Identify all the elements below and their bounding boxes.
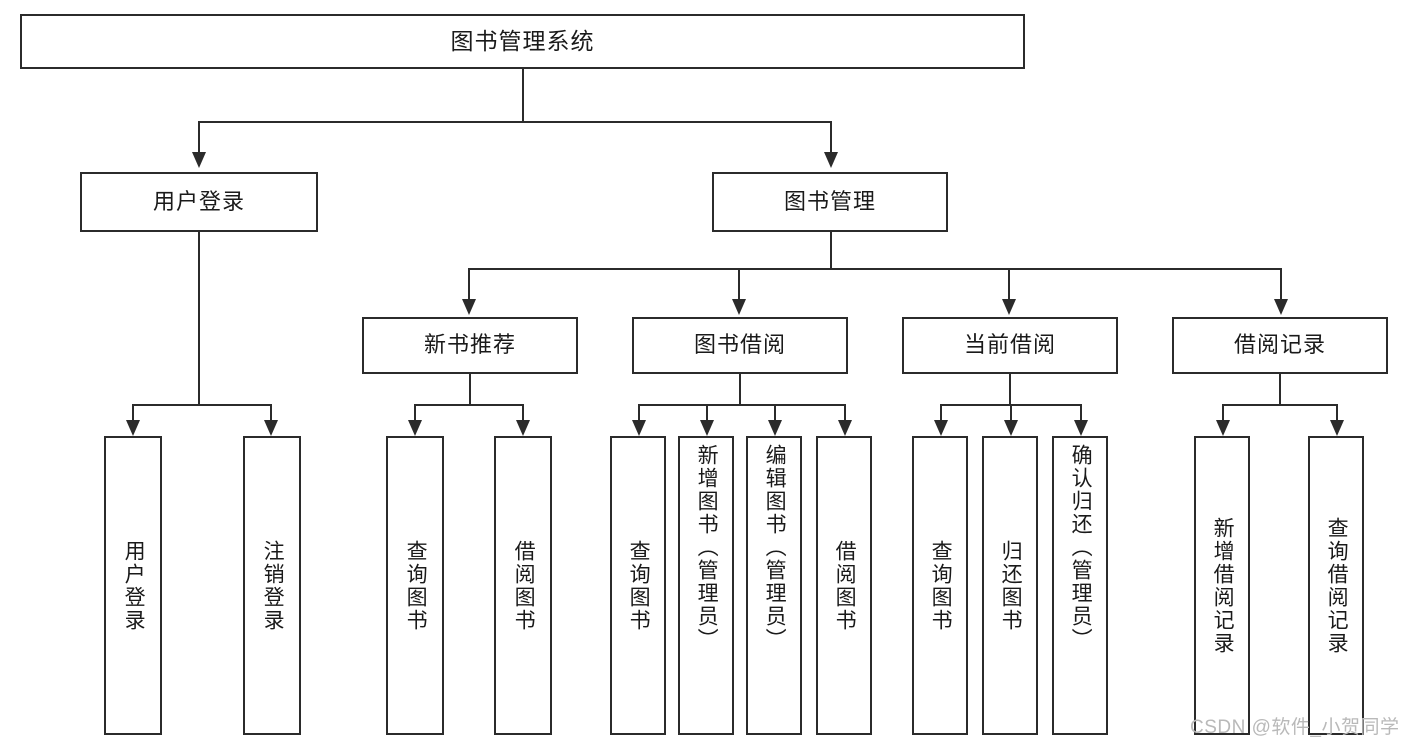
- node-label: 归还图书: [999, 539, 1023, 632]
- arrow-to-leaf-bb-2: [700, 420, 714, 436]
- node-label: 当前借阅: [963, 332, 1056, 358]
- arrow-to-leaf-br-1: [1216, 420, 1230, 436]
- leaf-bb-edit-book-admin[interactable]: 编辑图书（管理员）: [746, 436, 802, 735]
- leaf-bb-query-book[interactable]: 查询图书: [610, 436, 666, 735]
- leaf-bb-borrow-book[interactable]: 借阅图书: [816, 436, 872, 735]
- connector-root-bar: [198, 121, 832, 123]
- connector-bb-stem: [739, 374, 741, 406]
- connector-br-stem: [1279, 374, 1281, 406]
- node-label: 用户登录: [122, 539, 146, 632]
- arrow-to-leaf-bb-1: [632, 420, 646, 436]
- connector-cb-drop-2: [1010, 404, 1012, 422]
- connector-bb-drop-2: [706, 404, 708, 422]
- node-label: 查询图书: [627, 539, 651, 632]
- arrow-to-leaf-cb-1: [934, 420, 948, 436]
- arrow-to-new-book-recommend: [462, 299, 476, 315]
- connector-nbr-stem: [469, 374, 471, 406]
- node-label: 借阅记录: [1233, 332, 1326, 358]
- arrow-to-book-manage: [824, 152, 838, 168]
- arrow-to-user-login: [192, 152, 206, 168]
- arrow-to-leaf-bb-4: [838, 420, 852, 436]
- arrow-to-leaf-cb-2: [1004, 420, 1018, 436]
- connector-user-login-drop-1: [132, 404, 134, 422]
- connector-bm-drop-2: [738, 268, 740, 301]
- arrow-to-leaf-cb-3: [1074, 420, 1088, 436]
- node-label: 查询借阅记录: [1325, 516, 1349, 655]
- leaf-br-add-record[interactable]: 新增借阅记录: [1194, 436, 1250, 735]
- arrow-to-leaf-logout: [264, 420, 278, 436]
- arrow-to-leaf-br-2: [1330, 420, 1344, 436]
- node-book-manage[interactable]: 图书管理: [712, 172, 948, 232]
- leaf-cb-query-book[interactable]: 查询图书: [912, 436, 968, 735]
- connector-cb-drop-3: [1080, 404, 1082, 422]
- node-new-book-recommend[interactable]: 新书推荐: [362, 317, 578, 374]
- node-label: 借阅图书: [833, 539, 857, 632]
- node-label: 注销登录: [261, 539, 285, 632]
- arrow-to-book-borrow: [732, 299, 746, 315]
- connector-bb-bar: [638, 404, 846, 406]
- connector-bm-drop-4: [1280, 268, 1282, 301]
- connector-nbr-drop-2: [522, 404, 524, 422]
- node-label: 新书推荐: [423, 332, 516, 358]
- connector-bm-drop-3: [1008, 268, 1010, 301]
- connector-nbr-drop-1: [414, 404, 416, 422]
- node-borrow-record[interactable]: 借阅记录: [1172, 317, 1388, 374]
- node-label: 确认归还（管理员）: [1069, 444, 1093, 651]
- arrow-to-borrow-record: [1274, 299, 1288, 315]
- connector-user-login-bar: [132, 404, 272, 406]
- node-label: 编辑图书（管理员）: [763, 444, 787, 651]
- node-label: 图书管理系统: [450, 27, 595, 54]
- connector-cb-drop-1: [940, 404, 942, 422]
- connector-book-manage-stem: [830, 232, 832, 270]
- leaf-nbr-query-book[interactable]: 查询图书: [386, 436, 444, 735]
- node-label: 借阅图书: [512, 539, 536, 632]
- connector-nbr-bar: [414, 404, 524, 406]
- node-root-system[interactable]: 图书管理系统: [20, 14, 1025, 69]
- connector-br-drop-2: [1336, 404, 1338, 422]
- connector-root-drop-right: [830, 121, 832, 154]
- leaf-bb-add-book-admin[interactable]: 新增图书（管理员）: [678, 436, 734, 735]
- connector-bm-drop-1: [468, 268, 470, 301]
- node-label: 图书借阅: [693, 332, 786, 358]
- arrow-to-current-borrow: [1002, 299, 1016, 315]
- leaf-br-query-record[interactable]: 查询借阅记录: [1308, 436, 1364, 735]
- arrow-to-leaf-bb-3: [768, 420, 782, 436]
- connector-root-stem: [522, 69, 524, 122]
- node-book-borrow[interactable]: 图书借阅: [632, 317, 848, 374]
- connector-br-drop-1: [1222, 404, 1224, 422]
- node-label: 查询图书: [404, 539, 428, 632]
- node-current-borrow[interactable]: 当前借阅: [902, 317, 1118, 374]
- leaf-nbr-borrow-book[interactable]: 借阅图书: [494, 436, 552, 735]
- connector-book-manage-bar: [468, 268, 1282, 270]
- leaf-cb-confirm-return-admin[interactable]: 确认归还（管理员）: [1052, 436, 1108, 735]
- connector-bb-drop-4: [844, 404, 846, 422]
- arrow-to-leaf-user-login: [126, 420, 140, 436]
- leaf-cb-return-book[interactable]: 归还图书: [982, 436, 1038, 735]
- leaf-logout[interactable]: 注销登录: [243, 436, 301, 735]
- node-user-login[interactable]: 用户登录: [80, 172, 318, 232]
- connector-user-login-drop-2: [270, 404, 272, 422]
- leaf-user-login[interactable]: 用户登录: [104, 436, 162, 735]
- connector-root-drop-left: [198, 121, 200, 154]
- arrow-to-leaf-nbr-2: [516, 420, 530, 436]
- node-label: 查询图书: [929, 539, 953, 632]
- node-label: 新增图书（管理员）: [695, 444, 719, 651]
- connector-user-login-stem: [198, 232, 200, 406]
- connector-bb-drop-1: [638, 404, 640, 422]
- connector-bb-drop-3: [774, 404, 776, 422]
- connector-br-bar: [1222, 404, 1338, 406]
- node-label: 图书管理: [783, 188, 876, 214]
- node-label: 用户登录: [152, 188, 245, 214]
- arrow-to-leaf-nbr-1: [408, 420, 422, 436]
- connector-cb-stem: [1009, 374, 1011, 406]
- node-label: 新增借阅记录: [1211, 516, 1235, 655]
